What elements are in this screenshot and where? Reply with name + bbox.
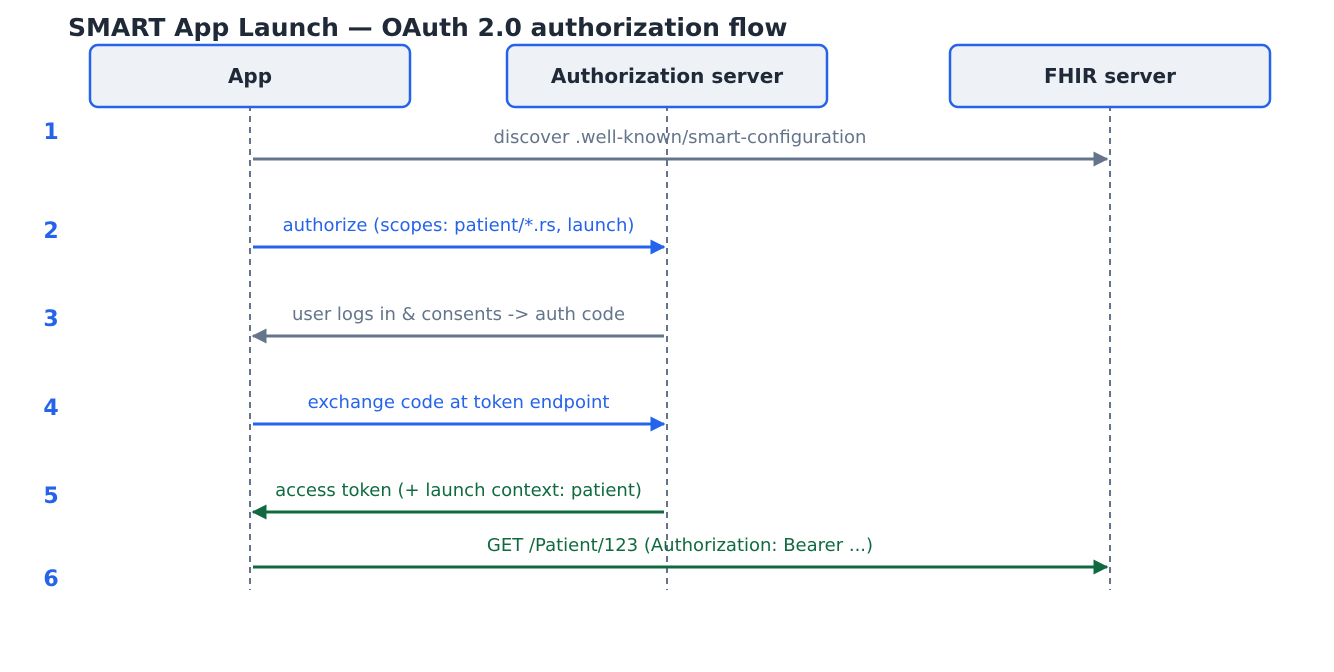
step-number: 3: [43, 307, 58, 332]
actors: App Authorization server FHIR server: [88, 43, 1272, 109]
message-5: access token (+ launch context: patient): [251, 480, 664, 520]
message-label: user logs in & consents -> auth code: [292, 304, 625, 325]
step-number: 6: [43, 567, 58, 592]
message-4: exchange code at token endpoint: [253, 392, 666, 432]
actor-box-bg: [505, 43, 829, 109]
step-number: 5: [43, 484, 58, 509]
message-label: access token (+ launch context: patient): [275, 480, 642, 501]
actor-box-bg: [948, 43, 1272, 109]
message-label: discover .well-known/smart-configuration: [494, 127, 867, 148]
step-numbers: 1 2 3 4 5 6: [43, 120, 58, 592]
actor-box-fhir: FHIR server: [948, 43, 1272, 109]
message-1: discover .well-known/smart-configuration: [253, 127, 1109, 167]
step-number: 2: [43, 219, 58, 244]
message-3: user logs in & consents -> auth code: [251, 304, 664, 344]
message-label: exchange code at token endpoint: [308, 392, 610, 413]
step-number: 1: [43, 120, 58, 145]
step-number: 4: [43, 396, 58, 421]
actor-box-app: App: [88, 43, 412, 109]
lifelines: [249, 105, 1111, 590]
actor-box-bg: [88, 43, 412, 109]
diagram-title: SMART App Launch — OAuth 2.0 authorizati…: [68, 13, 787, 42]
message-label: authorize (scopes: patient/*.rs, launch): [283, 215, 635, 236]
message-2: authorize (scopes: patient/*.rs, launch): [253, 215, 666, 255]
message-6: GET /Patient/123 (Authorization: Bearer …: [253, 535, 1109, 575]
message-label: GET /Patient/123 (Authorization: Bearer …: [487, 535, 873, 556]
actor-box-auth: Authorization server: [505, 43, 829, 109]
actor-label-auth: Authorization server: [551, 64, 783, 88]
actor-label-app: App: [228, 64, 272, 88]
messages: discover .well-known/smart-configuration…: [251, 127, 1109, 575]
actor-label-fhir: FHIR server: [1044, 64, 1176, 88]
